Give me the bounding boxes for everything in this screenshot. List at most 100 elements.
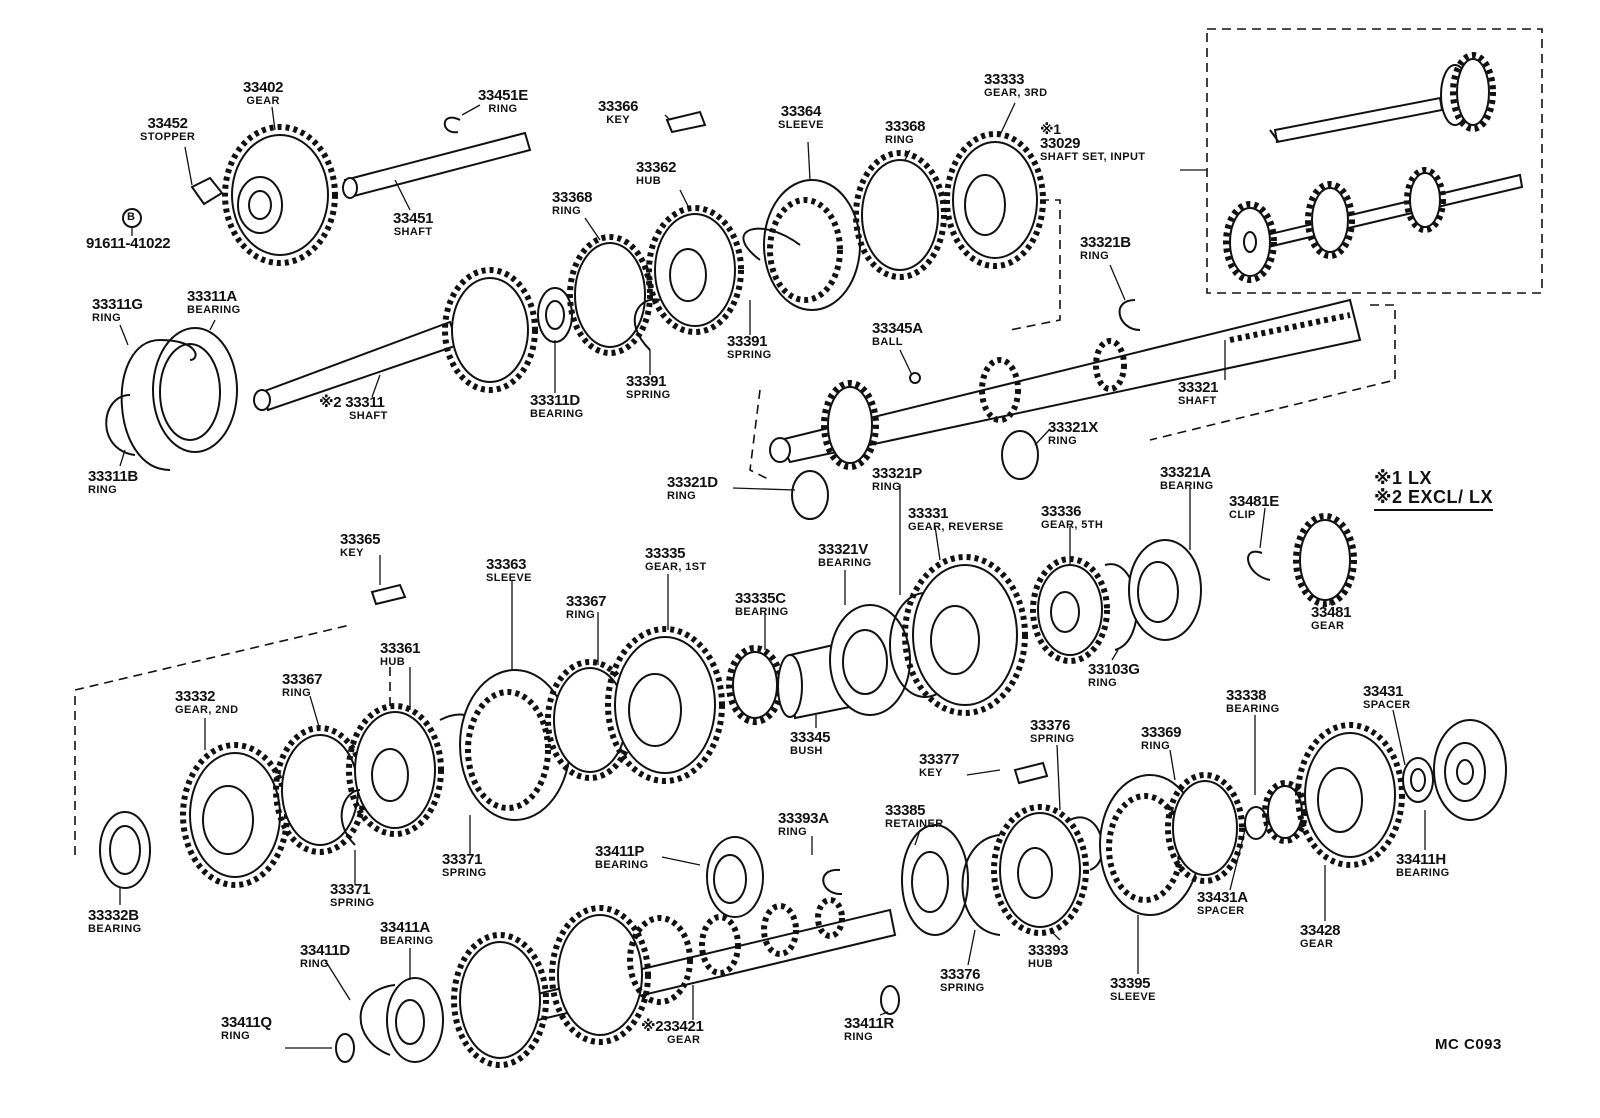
legend: ※1 LX ※2 EXCL/ LX <box>1374 468 1494 511</box>
gear-33336-drawing <box>1037 564 1103 656</box>
ring-33321b-drawing <box>1118 299 1141 331</box>
key-33366-drawing <box>665 110 707 134</box>
ring-33411q-drawing <box>335 1033 355 1063</box>
ring-33311g-drawing <box>120 338 197 471</box>
retainer-33385-drawing <box>901 824 969 936</box>
ring-33321x-drawing <box>1001 430 1039 480</box>
gear-33421-drawing <box>451 897 897 1068</box>
spring-33391-b-drawing <box>633 298 661 351</box>
gear-33331-drawing <box>912 564 1018 706</box>
key-33365-drawing <box>370 583 407 606</box>
spring-33376-lower-drawing <box>961 834 1001 936</box>
hub-33361-drawing <box>354 711 436 829</box>
clip-33481e-drawing <box>1247 550 1271 581</box>
legend-line-1: ※1 LX <box>1374 468 1433 488</box>
ring-33369-drawing <box>1172 780 1238 876</box>
hub-33362-drawing <box>654 213 736 327</box>
key-33377-drawing <box>1013 761 1049 785</box>
bearing-33335c-drawing <box>732 651 778 719</box>
marker-b: B <box>127 211 136 223</box>
ring-33368-upper-drawing <box>861 159 939 271</box>
ring-33321d-drawing <box>791 470 829 520</box>
hub-33393-drawing <box>999 812 1081 928</box>
figure-code: MC C093 <box>1435 1036 1502 1053</box>
ring-33411d-drawing <box>359 984 396 1056</box>
stopper-33452-drawing <box>190 176 224 206</box>
label-91611-41022: 91611-41022 <box>86 235 171 252</box>
gear-33402-drawing <box>222 124 338 266</box>
ring-33393a-drawing <box>822 868 843 896</box>
ring-33411r-drawing <box>880 985 900 1015</box>
bearing-33411p-drawing <box>706 836 764 918</box>
ring-33368-left-drawing <box>574 242 646 348</box>
ring-33451e-drawing <box>443 116 461 134</box>
bearing-33332b-drawing <box>99 811 151 889</box>
ring-33311b-drawing <box>105 394 136 456</box>
bearing-33321v-drawing <box>829 604 911 716</box>
legend-line-2: ※2 EXCL/ LX <box>1374 487 1494 511</box>
shaft-33321-drawing <box>769 298 1362 470</box>
input-shaft-set-inset <box>1206 28 1543 294</box>
bearing-33311a-drawing <box>152 327 238 453</box>
leader-lines <box>119 102 1426 1049</box>
bearing-33321a-drawing <box>1128 539 1202 641</box>
